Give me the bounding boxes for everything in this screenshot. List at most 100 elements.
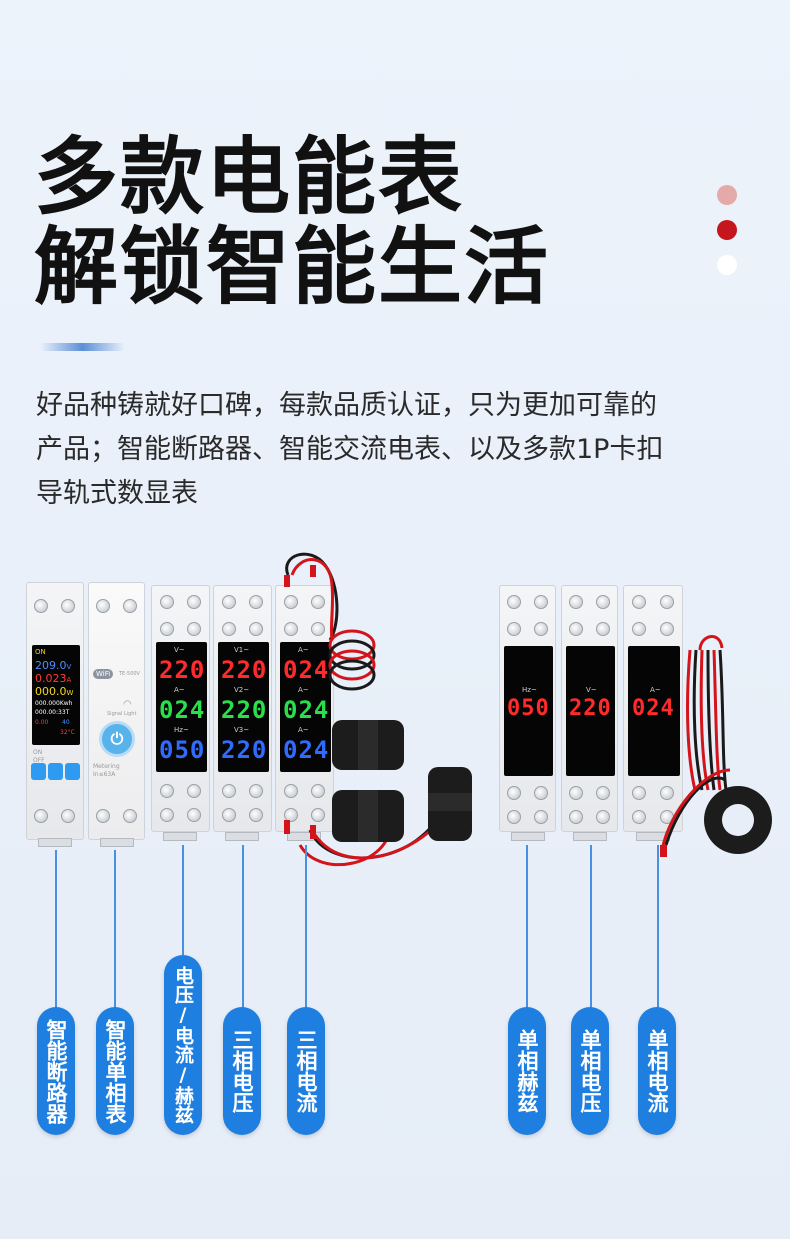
breaker-off-label: OFF xyxy=(33,757,45,764)
breaker-button-1[interactable] xyxy=(31,763,46,780)
label-three-phase-current: 三相电流 xyxy=(287,1007,325,1135)
display-label: A~ xyxy=(174,686,185,694)
screw-icon xyxy=(311,808,325,822)
breaker-button-2[interactable] xyxy=(48,763,63,780)
meter-single-hz: Hz~ 050 xyxy=(499,585,556,832)
description: 好品种铸就好口碑，每款品质认证，只为更加可靠的产品；智能断路器、智能交流电表、以… xyxy=(36,390,664,509)
signal-light-label: Signal Light xyxy=(107,711,137,717)
screw-icon xyxy=(187,622,201,636)
dot-white xyxy=(717,255,737,275)
smart-breaker: ON 209.0V 0.023A 000.0W 000.000Kwh 000.0… xyxy=(26,582,84,840)
screw-icon xyxy=(284,808,298,822)
display-value-red: 050 xyxy=(507,696,550,721)
display-value-green: 024 xyxy=(159,696,206,724)
screw-icon xyxy=(569,595,583,609)
label-single-hz: 单相赫兹 xyxy=(508,1007,546,1135)
screw-icon xyxy=(249,622,263,636)
display-label: V~ xyxy=(586,686,597,694)
screw-icon xyxy=(160,595,174,609)
screw-icon xyxy=(596,622,610,636)
label-smart-single-phase: 智能单相表 xyxy=(96,1007,134,1135)
triple-display: V1~ 220 V2~ 220 V3~ 220 xyxy=(218,642,269,772)
connector-line-7 xyxy=(590,845,592,1010)
display-value-green: 024 xyxy=(283,696,330,724)
screw-icon xyxy=(61,599,75,613)
screw-icon xyxy=(569,786,583,800)
label-smart-breaker: 智能断路器 xyxy=(37,1007,75,1135)
label-single-voltage: 单相电压 xyxy=(571,1007,609,1135)
breaker-row6-left: 0.00 xyxy=(35,719,49,726)
display-value-blue: 050 xyxy=(159,736,206,764)
breaker-display: ON 209.0V 0.023A 000.0W 000.000Kwh 000.0… xyxy=(32,645,80,745)
label-three-phase-voltage: 三相电压 xyxy=(223,1007,261,1135)
screw-icon xyxy=(222,808,236,822)
display-label: A~ xyxy=(298,686,309,694)
smart-single-phase-meter: WiFi TE-500V ◠ Signal Light ⏻ Metering I… xyxy=(88,582,145,840)
screw-icon xyxy=(222,784,236,798)
screw-icon xyxy=(632,810,646,824)
screw-icon xyxy=(507,622,521,636)
screw-icon xyxy=(284,595,298,609)
display-label: V1~ xyxy=(234,646,250,654)
screw-icon xyxy=(596,786,610,800)
screw-icon xyxy=(660,786,674,800)
screw-icon xyxy=(632,595,646,609)
screw-icon xyxy=(311,595,325,609)
label-single-current: 单相电流 xyxy=(638,1007,676,1135)
screw-icon xyxy=(123,809,137,823)
screw-icon xyxy=(596,595,610,609)
power-button[interactable]: ⏻ xyxy=(99,721,135,757)
screw-icon xyxy=(222,595,236,609)
connector-line-6 xyxy=(526,845,528,1010)
connector-line-4 xyxy=(242,845,244,1010)
screw-icon xyxy=(284,622,298,636)
din-clip xyxy=(573,832,607,841)
rating-label: In≤63A xyxy=(93,771,116,778)
metering-label: Metering xyxy=(93,763,120,770)
display-label: A~ xyxy=(650,686,661,694)
breaker-button-3[interactable] xyxy=(65,763,80,780)
breaker-voltage: 209.0V xyxy=(35,659,72,672)
accent-bar xyxy=(40,343,125,351)
meter-three-phase-current: A~ 024 A~ 024 A~ 024 xyxy=(275,585,334,832)
wifi-badge: WiFi xyxy=(93,669,114,679)
display-value-blue: 024 xyxy=(283,736,330,764)
screw-icon xyxy=(34,599,48,613)
meter-single-voltage: V~ 220 xyxy=(561,585,618,832)
screw-icon xyxy=(187,784,201,798)
display-value-red: 220 xyxy=(159,656,206,684)
display-label: A~ xyxy=(298,646,309,654)
display-label: A~ xyxy=(298,726,309,734)
single-phase-wiring xyxy=(660,635,772,857)
screw-icon xyxy=(34,809,48,823)
screw-icon xyxy=(61,809,75,823)
triple-display: A~ 024 A~ 024 A~ 024 xyxy=(280,642,331,772)
screw-icon xyxy=(222,622,236,636)
din-clip xyxy=(287,832,321,841)
din-clip xyxy=(163,832,197,841)
screw-icon xyxy=(507,810,521,824)
breaker-on-label: ON xyxy=(33,749,43,756)
headline: 多款电能表 解锁智能生活 xyxy=(34,132,550,312)
meter-voltage-current-hz: V~ 220 A~ 024 Hz~ 050 xyxy=(151,585,210,832)
screw-icon xyxy=(534,622,548,636)
breaker-on: ON xyxy=(35,648,46,656)
display-label: Hz~ xyxy=(522,686,537,694)
screw-icon xyxy=(534,810,548,824)
connector-line-5 xyxy=(305,845,307,1010)
screw-icon xyxy=(569,810,583,824)
display-value-red: 024 xyxy=(283,656,330,684)
meter-spec: TE-500V xyxy=(119,671,140,677)
screw-icon xyxy=(249,595,263,609)
display-label: V2~ xyxy=(234,686,250,694)
decorative-dots xyxy=(717,185,737,290)
dot-red xyxy=(717,220,737,240)
breaker-power: 000.0W xyxy=(35,685,74,698)
three-phase-wiring xyxy=(284,552,472,867)
screw-icon xyxy=(96,809,110,823)
screw-icon xyxy=(187,808,201,822)
display-label: V~ xyxy=(174,646,185,654)
screw-icon xyxy=(660,595,674,609)
din-clip xyxy=(38,838,72,847)
screw-icon xyxy=(160,808,174,822)
